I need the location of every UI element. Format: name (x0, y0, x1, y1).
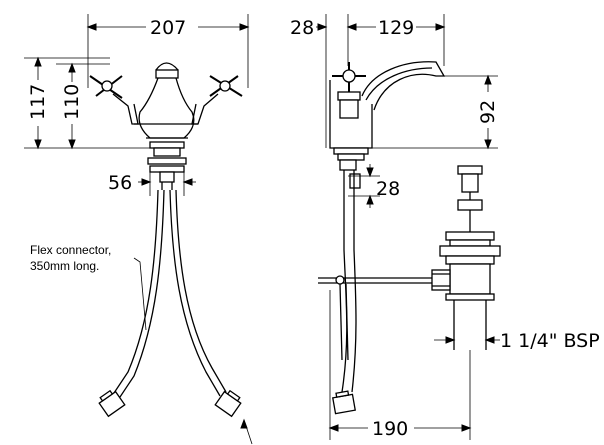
dim-label-side-tail: 28 (376, 178, 400, 200)
flex-note-line2: 350mm long. (30, 259, 99, 273)
popup-rod (318, 249, 432, 415)
dim-label-side-depth: 28 (290, 17, 314, 39)
dim-label-front-height-body: 110 (61, 84, 83, 120)
waste-assembly (431, 165, 501, 350)
dim-label-side-spout-reach: 129 (378, 17, 414, 39)
dim-front-width: 207 (86, 14, 250, 88)
dim-side-top: 28 129 (290, 14, 446, 148)
flex-hoses: Flex connector, 350mm long. (30, 189, 253, 445)
dim-label-front-width: 207 (150, 17, 186, 39)
dim-front-heights: 117 110 (24, 56, 160, 150)
dim-waste-offset: 190 (328, 290, 472, 440)
front-view: 207 117 110 (24, 14, 253, 445)
flex-note-line1: Flex connector, (30, 243, 111, 257)
dim-waste-thread: 1 1/4" BSP (434, 330, 600, 352)
side-view: 28 129 (290, 14, 600, 440)
dim-side-tail: 28 (348, 164, 400, 208)
dim-label-front-tail: 56 (108, 172, 132, 194)
dim-label-front-height-total: 117 (27, 84, 49, 120)
mixer-body-front (89, 62, 243, 190)
dim-side-spout-height: 92 (372, 74, 499, 150)
dim-front-tail: 56 (108, 172, 196, 196)
dim-label-side-spout-height: 92 (477, 100, 499, 124)
dim-label-waste-offset: 190 (372, 418, 408, 440)
dim-label-waste-thread: 1 1/4" BSP (500, 330, 600, 352)
mixer-body-side (329, 61, 446, 250)
